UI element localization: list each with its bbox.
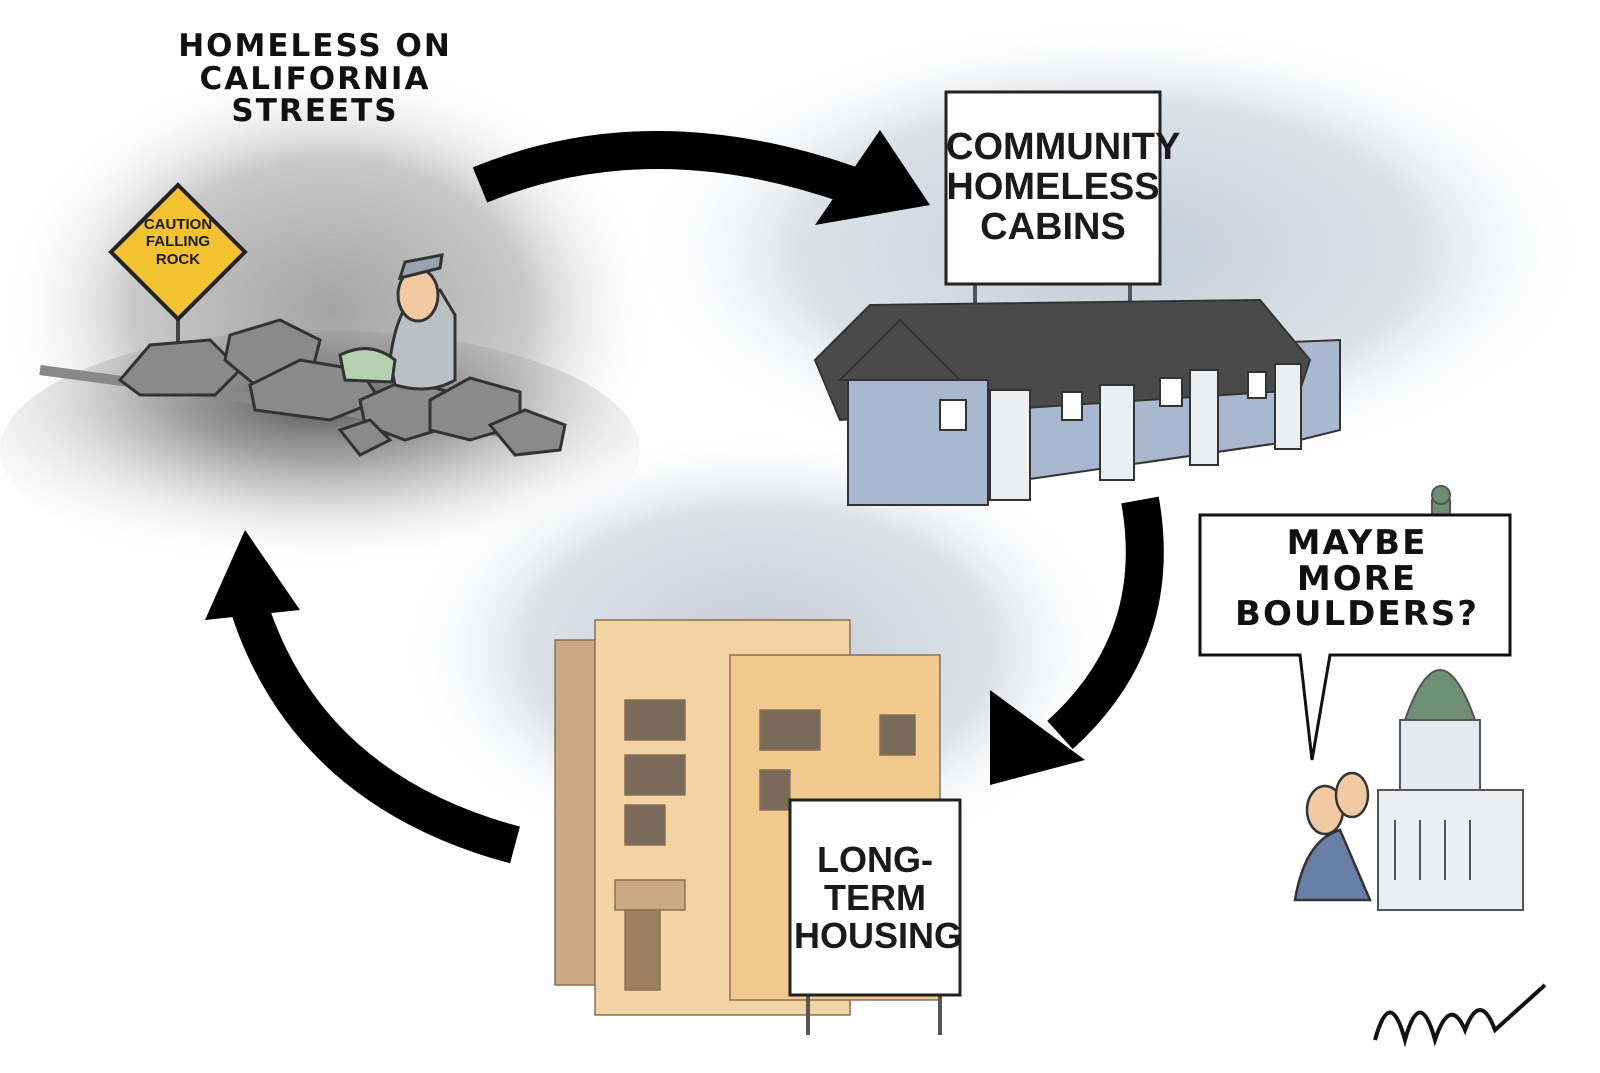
arrow-to-cabins <box>472 130 930 225</box>
caption-line-3: STREETS <box>231 93 399 130</box>
caution-line-1: CAUTION <box>143 216 213 233</box>
housing-line-3: HOUSING <box>794 914 963 956</box>
apartment-building <box>554 619 941 1016</box>
arrow-to-housing <box>990 496 1164 785</box>
cabins-sign-board <box>944 90 1162 310</box>
cabins-sign-text: COMMUNITY HOMELESS CABINS <box>946 92 1181 284</box>
housing-sign-board <box>788 798 962 1035</box>
housing-line-2: TERM <box>824 877 926 919</box>
housing-sign-text: LONG- TERM HOUSING <box>794 804 963 992</box>
bubble-line-1: MAYBE <box>1286 523 1428 563</box>
caption-line-2: CALIFORNIA <box>199 60 431 97</box>
arrow-to-street <box>205 530 520 864</box>
bubble-line-3: BOULDERS? <box>1235 594 1479 635</box>
bubble-line-2: MORE <box>1296 558 1418 599</box>
artist-signature <box>1373 983 1547 1048</box>
speech-bubble-text: MAYBE MORE BOULDERS? <box>1212 523 1502 635</box>
housing-line-1: LONG- <box>817 839 933 881</box>
street-scene-caption: HOMELESS ON CALIFORNIA STREETS <box>150 30 480 128</box>
caption-line-1: HOMELESS ON <box>178 28 452 64</box>
cabins-line-3: CABINS <box>980 205 1126 248</box>
speech-bubble <box>1198 513 1512 761</box>
politicians <box>1293 771 1372 902</box>
homeless-man <box>338 253 457 391</box>
homeless-cabins <box>813 298 1341 507</box>
caution-line-2: FALLING <box>145 233 211 251</box>
caution-line-3: ROCK <box>155 250 201 268</box>
cabins-line-1: COMMUNITY <box>946 126 1181 169</box>
cabins-line-2: HOMELESS <box>946 166 1160 209</box>
caution-sign-text: CAUTION FALLING ROCK <box>118 216 238 268</box>
